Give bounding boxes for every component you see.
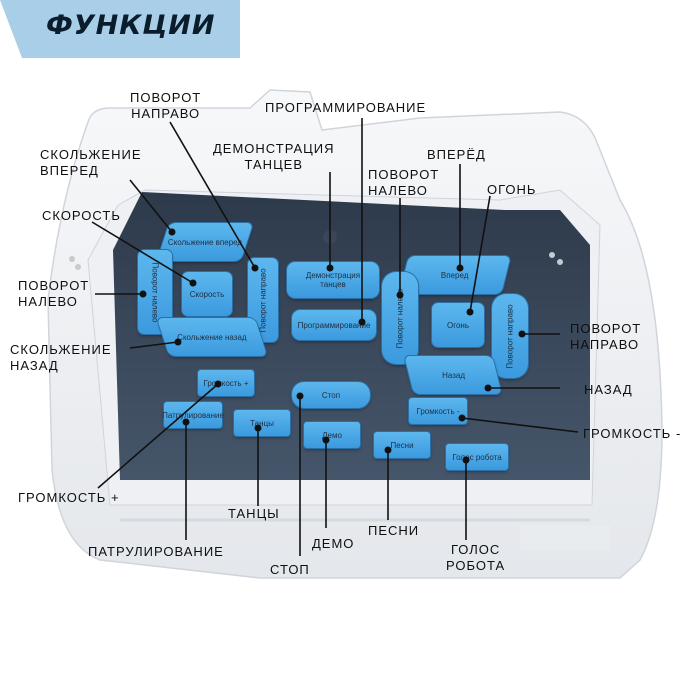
stop-button[interactable]: Стоп [292,382,370,408]
robot-voice-button[interactable]: Голос робота [446,444,508,470]
volume-up-button[interactable]: Громкость + [198,370,254,396]
title-banner [0,0,240,58]
demo-button[interactable]: Демо [304,422,360,448]
songs-button[interactable]: Песни [374,432,430,458]
callout-patrol: ПАТРУЛИРОВАНИЕ [88,544,224,559]
callout-volume-up: ГРОМКОСТЬ + [18,490,120,505]
callout-volume-down: ГРОМКОСТЬ - [583,426,682,441]
callout-songs: ПЕСНИ [368,523,420,538]
callout-slide-back: СКОЛЬЖЕНИЕ НАЗАД [10,342,112,373]
callout-slide-forward: СКОЛЬЖЕНИЕ ВПЕРЕД [40,147,142,178]
volume-down-button[interactable]: Громкость - [409,398,467,424]
callout-turn-right-right: ПОВОРОТ НАПРАВО [570,321,642,352]
callout-fire: ОГОНЬ [487,182,537,197]
callout-speed: СКОРОСТЬ [42,208,121,223]
callout-turn-left-right: ПОВОРОТ НАЛЕВО [368,167,440,198]
banner-title: ФУНКЦИИ [46,10,216,41]
fire-button[interactable]: Огонь [432,303,484,347]
callout-dance-demo: ДЕМОНСТРАЦИЯ ТАНЦЕВ [213,141,335,172]
callout-turn-left: ПОВОРОТ НАЛЕВО [18,278,90,309]
dances-button[interactable]: Танцы [234,410,290,436]
callout-forward: ВПЕРЁД [427,147,486,162]
callout-robot-voice: ГОЛОС РОБОТА [446,542,506,573]
callout-back: НАЗАД [584,382,633,397]
speed-button[interactable]: Скорость [182,272,232,316]
callout-demo: ДЕМО [312,536,355,551]
callout-dances: ТАНЦЫ [228,506,280,521]
callout-stop: СТОП [270,562,310,577]
callout-turn-right-top: ПОВОРОТ НАПРАВО [130,90,202,121]
callout-programming: ПРОГРАММИРОВАНИЕ [265,100,427,115]
